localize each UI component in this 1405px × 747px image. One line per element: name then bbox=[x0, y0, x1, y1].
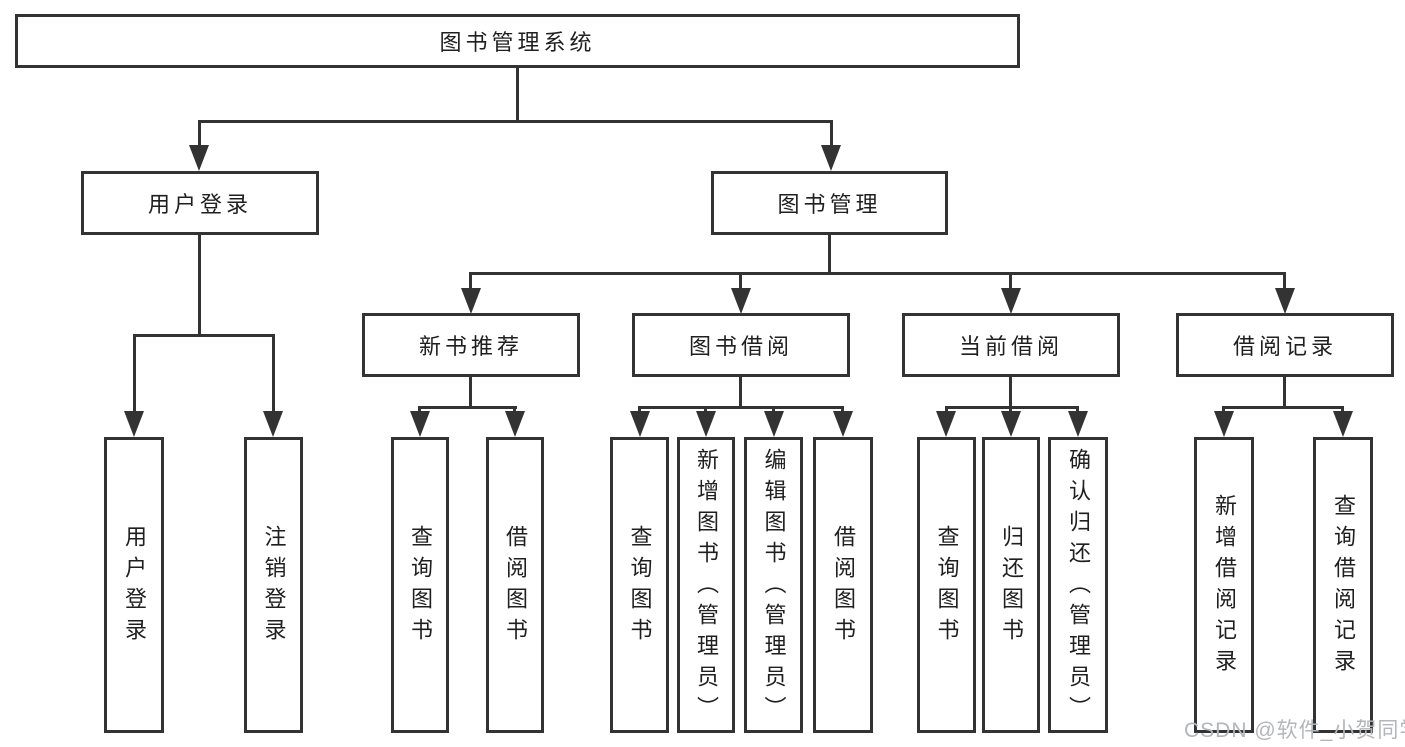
connector-bookmgmt-hline bbox=[470, 272, 1286, 275]
connector-bookborrow-vline bbox=[739, 377, 742, 409]
node-user-login: 用户登录 bbox=[81, 171, 319, 235]
connector-root-stem-right bbox=[830, 120, 833, 148]
leaf-borrow-books-borrowing: 借阅图书 bbox=[813, 437, 873, 733]
arrow-down-icon bbox=[764, 411, 784, 437]
leaf-query-borrow-record: 查询借阅记录 bbox=[1313, 437, 1373, 733]
leaf-borrow-books-newbooks: 借阅图书 bbox=[486, 437, 544, 733]
arrow-down-icon bbox=[1275, 288, 1295, 314]
connector-userlogin-hline bbox=[133, 334, 275, 337]
arrow-down-icon bbox=[731, 288, 751, 314]
arrow-down-icon bbox=[505, 411, 525, 437]
arrow-down-icon bbox=[833, 411, 853, 437]
leaf-return-books: 归还图书 bbox=[982, 437, 1040, 733]
node-book-management: 图书管理 bbox=[711, 171, 948, 235]
leaf-edit-books-admin: 编辑图书（管理员） bbox=[744, 437, 803, 733]
arrow-down-icon bbox=[936, 411, 956, 437]
connector-root-stem-left bbox=[198, 120, 201, 148]
leaf-query-books-current: 查询图书 bbox=[917, 437, 976, 733]
connector-bookmgmt-vline bbox=[828, 235, 831, 274]
connector-newbooks-hline bbox=[419, 406, 517, 409]
arrow-down-icon bbox=[1068, 411, 1088, 437]
connector-bookborrow-hline bbox=[638, 406, 844, 409]
arrow-down-icon bbox=[1001, 288, 1021, 314]
leaf-add-books-admin: 新增图书（管理员） bbox=[677, 437, 735, 733]
connector-userlogin-stem-2 bbox=[272, 334, 275, 414]
connector-root-hline bbox=[198, 120, 833, 123]
connector-newbooks-vline bbox=[469, 377, 472, 409]
connector-root-vline bbox=[516, 66, 519, 122]
leaf-query-books-borrowing: 查询图书 bbox=[610, 437, 669, 733]
connector-bookmgmt-stem-2 bbox=[739, 272, 742, 292]
node-book-borrowing: 图书借阅 bbox=[632, 313, 850, 377]
node-borrowing-records: 借阅记录 bbox=[1176, 313, 1394, 377]
node-library-system: 图书管理系统 bbox=[15, 14, 1020, 68]
connector-currentborrow-hline bbox=[945, 406, 1079, 409]
connector-bookmgmt-stem-3 bbox=[1009, 272, 1012, 292]
arrow-down-icon bbox=[630, 411, 650, 437]
connector-bookmgmt-stem-4 bbox=[1283, 272, 1286, 292]
leaf-confirm-return-admin: 确认归还（管理员） bbox=[1048, 437, 1108, 733]
connector-bookmgmt-stem-1 bbox=[469, 272, 472, 292]
arrow-down-icon bbox=[263, 411, 283, 437]
arrow-down-icon bbox=[1001, 411, 1021, 437]
csdn-watermark: CSDN @软件_小贺同学 bbox=[1184, 719, 1405, 742]
arrow-down-icon bbox=[461, 288, 481, 314]
arrow-down-icon bbox=[1214, 411, 1234, 437]
arrow-down-icon bbox=[821, 145, 841, 171]
connector-userlogin-stem-1 bbox=[133, 334, 136, 414]
leaf-user-login: 用户登录 bbox=[104, 437, 164, 733]
leaf-query-books-newbooks: 查询图书 bbox=[391, 437, 449, 733]
arrow-down-icon bbox=[410, 411, 430, 437]
node-new-book-recommend: 新书推荐 bbox=[362, 313, 580, 377]
leaf-logout: 注销登录 bbox=[244, 437, 303, 733]
node-current-borrowing: 当前借阅 bbox=[902, 313, 1120, 377]
arrow-down-icon bbox=[696, 411, 716, 437]
arrow-down-icon bbox=[189, 145, 209, 171]
connector-userlogin-vline bbox=[198, 235, 201, 337]
connector-borrowrecords-vline bbox=[1283, 377, 1286, 409]
connector-borrowrecords-hline bbox=[1223, 406, 1344, 409]
connector-currentborrow-vline bbox=[1009, 377, 1012, 409]
arrow-down-icon bbox=[1333, 411, 1353, 437]
arrow-down-icon bbox=[124, 411, 144, 437]
leaf-add-borrow-record: 新增借阅记录 bbox=[1194, 437, 1254, 733]
